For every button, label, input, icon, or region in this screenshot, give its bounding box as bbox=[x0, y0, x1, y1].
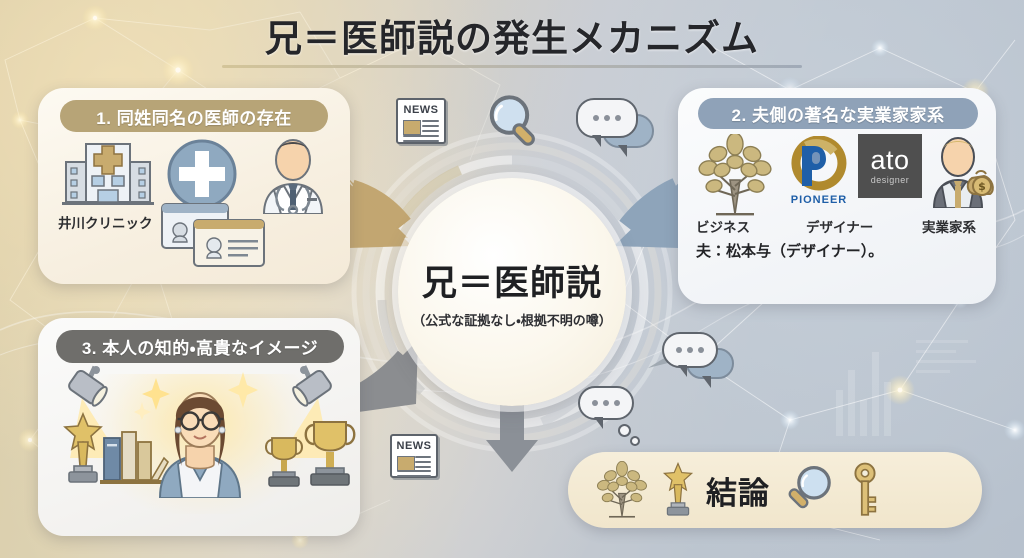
key-icon-conclusion bbox=[854, 462, 877, 516]
arrow-hub-to-conclusion bbox=[486, 400, 538, 472]
card-1-label-clinic: 井川クリニック bbox=[58, 216, 153, 231]
ato-logo-text: ato bbox=[870, 145, 910, 175]
pioneer-logo bbox=[791, 136, 847, 191]
thought-bubble-dot-2 bbox=[630, 436, 640, 446]
svg-text:$: $ bbox=[978, 180, 986, 193]
sparkle-icon-2 bbox=[228, 372, 258, 408]
title-underline bbox=[222, 65, 802, 68]
news-icon-top: NEWS bbox=[396, 98, 446, 144]
card-intellectual-image[interactable]: 3. 本人の知的・高貴なイメージ bbox=[38, 318, 360, 536]
news-label-bottom: NEWS bbox=[396, 440, 432, 452]
thought-bubble-main bbox=[578, 386, 634, 429]
ato-logo-subtext: designer bbox=[870, 175, 910, 185]
card-2-heading: 2. 夫側の著名な実業家家系 bbox=[698, 98, 978, 129]
card-2-label-designer: デザイナー bbox=[806, 220, 874, 235]
family-tree-icon bbox=[698, 134, 772, 216]
doctor-icon bbox=[262, 139, 324, 214]
thought-bubble-dot-1 bbox=[618, 424, 631, 437]
card-3-heading: 3. 本人の知的・高貴なイメージ bbox=[56, 330, 344, 363]
award-statue-icon-conclusion bbox=[662, 462, 694, 516]
magnifier-icon-top bbox=[489, 95, 535, 146]
award-statue-icon bbox=[63, 412, 103, 483]
card-2-label-business: ビジネス bbox=[696, 220, 750, 235]
card-husband-business-family[interactable]: 2. 夫側の著名な実業家家系 bbox=[678, 88, 996, 304]
conclusion-label: 結論 bbox=[706, 475, 770, 511]
news-lines-right-bottom bbox=[415, 456, 431, 471]
hub-title: 兄＝医師説 bbox=[421, 264, 602, 303]
hub-subtitle: （公式な証拠なし・根拠不明の噂） bbox=[412, 313, 612, 328]
woman-portrait-icon bbox=[158, 392, 242, 498]
speech-bubble-white-right bbox=[662, 332, 718, 377]
news-label-top: NEWS bbox=[403, 104, 439, 116]
ato-designer-logo: ato designer bbox=[858, 134, 922, 198]
news-lines-bottom-top bbox=[403, 135, 439, 145]
card-2-sentence: 夫：松本与（デザイナー）。 bbox=[696, 243, 884, 260]
pioneer-logo-text: PIONEER bbox=[790, 194, 848, 206]
news-thumbnail-bottom bbox=[397, 456, 415, 471]
central-hub: 兄＝医師説 （公式な証拠なし・根拠不明の噂） bbox=[398, 178, 626, 406]
page-title-wrap: 兄＝医師説の発生メカニズム bbox=[0, 8, 1024, 68]
trophy-large-icon bbox=[304, 421, 356, 486]
news-lines-bottom-bottom bbox=[397, 470, 431, 480]
id-cards-icon bbox=[161, 203, 265, 267]
news-icon-bottom: NEWS bbox=[390, 434, 438, 478]
magnifier-icon-conclusion bbox=[788, 466, 831, 509]
news-thumbnail-top bbox=[403, 120, 421, 135]
hospital-icon bbox=[62, 143, 154, 205]
card-2-label-entrepreneur: 実業家系 bbox=[922, 220, 976, 235]
card-same-name-doctor[interactable]: 1. 同姓同名の医師の存在 井川クリニック bbox=[38, 88, 350, 284]
conclusion-bar[interactable]: 結論 bbox=[568, 452, 982, 528]
speech-bubble-white-top bbox=[576, 98, 638, 147]
businessman-money-icon: $ bbox=[932, 137, 994, 208]
card-1-heading: 1. 同姓同名の医師の存在 bbox=[60, 100, 328, 132]
news-lines-top bbox=[422, 120, 439, 135]
page-title: 兄＝医師説の発生メカニズム bbox=[265, 18, 759, 59]
family-tree-icon-conclusion bbox=[597, 461, 647, 518]
